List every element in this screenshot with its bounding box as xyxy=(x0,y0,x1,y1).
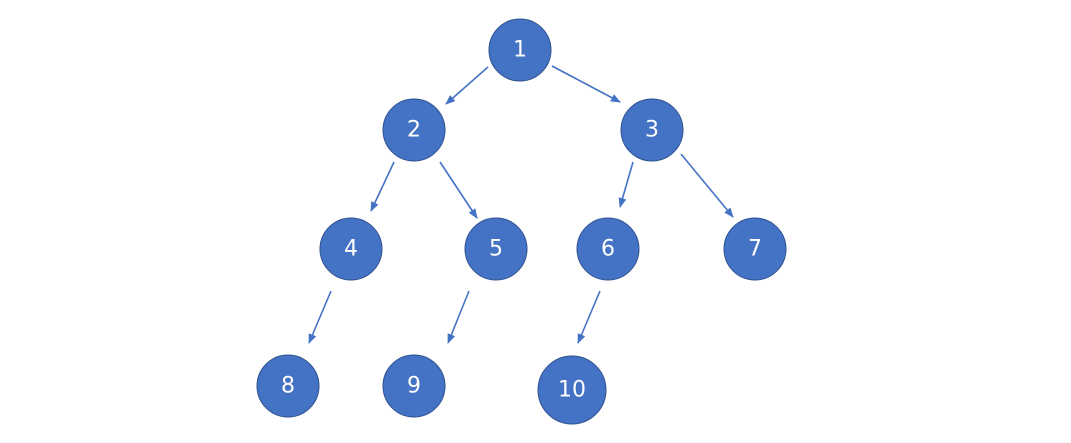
node-label-9: 9 xyxy=(407,374,421,399)
edge-arrow-6-to-10 xyxy=(577,290,601,344)
edge-arrow-5-to-9 xyxy=(447,290,470,344)
tree-node-8: 8 xyxy=(256,354,320,418)
node-circle-5 xyxy=(464,217,528,281)
node-circle-8 xyxy=(256,354,320,418)
tree-node-2: 2 xyxy=(382,98,446,162)
tree-node-4: 4 xyxy=(319,217,383,281)
node-label-5: 5 xyxy=(489,237,503,262)
edge-arrow-3-to-7 xyxy=(680,153,734,218)
node-label-10: 10 xyxy=(558,378,586,403)
edges-layer xyxy=(308,65,734,344)
node-circle-1 xyxy=(488,18,552,82)
tree-node-3: 3 xyxy=(620,98,684,162)
tree-node-1: 1 xyxy=(488,18,552,82)
tree-node-5: 5 xyxy=(464,217,528,281)
node-circle-6 xyxy=(576,217,640,281)
nodes-layer: 1 2 3 4 5 6 7 8 9 10 xyxy=(256,18,787,425)
node-circle-2 xyxy=(382,98,446,162)
node-circle-10 xyxy=(537,355,607,425)
tree-node-7: 7 xyxy=(723,217,787,281)
edge-arrow-1-to-3 xyxy=(551,65,621,103)
node-label-4: 4 xyxy=(344,237,358,262)
edge-arrow-4-to-8 xyxy=(308,290,332,344)
node-label-7: 7 xyxy=(748,237,762,262)
tree-node-6: 6 xyxy=(576,217,640,281)
node-circle-7 xyxy=(723,217,787,281)
tree-node-10: 10 xyxy=(537,355,607,425)
node-circle-3 xyxy=(620,98,684,162)
edge-arrow-3-to-6 xyxy=(618,161,634,208)
edge-arrow-2-to-4 xyxy=(370,161,395,212)
edge-arrow-2-to-5 xyxy=(439,161,478,219)
edge-arrow-1-to-2 xyxy=(445,66,489,105)
node-circle-4 xyxy=(319,217,383,281)
node-label-2: 2 xyxy=(407,118,421,143)
node-label-8: 8 xyxy=(281,374,295,399)
node-label-1: 1 xyxy=(513,38,527,63)
tree-node-9: 9 xyxy=(382,354,446,418)
node-label-6: 6 xyxy=(601,237,615,262)
node-circle-9 xyxy=(382,354,446,418)
node-label-3: 3 xyxy=(645,118,659,143)
